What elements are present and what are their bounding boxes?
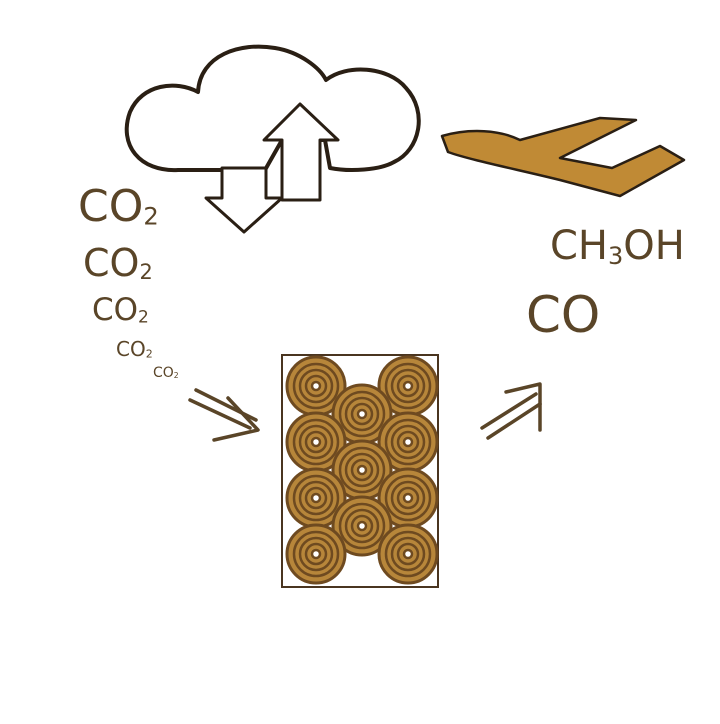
cloud-icon [124, 44, 421, 173]
log-end [377, 467, 439, 529]
log-end [377, 355, 439, 417]
log-stack-icon [281, 354, 439, 588]
log-end [331, 495, 393, 557]
log-end [331, 439, 393, 501]
log-end [285, 355, 347, 417]
airplane-icon [440, 116, 686, 198]
double-arrow-up-right-icon [480, 382, 542, 440]
double-arrow-right-icon [188, 388, 260, 442]
up-down-arrows-icon [204, 102, 340, 234]
log-end [285, 411, 347, 473]
co2-label-2: CO2 [83, 241, 153, 285]
log-end [331, 383, 393, 445]
co2-label-4: CO2 [116, 337, 153, 361]
log-end [285, 523, 347, 585]
co-label: CO [526, 286, 601, 344]
log-end [377, 523, 439, 585]
co2-label-1: CO2 [78, 181, 159, 232]
co2-label-5: CO2 [153, 365, 179, 381]
log-end [377, 411, 439, 473]
log-end [285, 467, 347, 529]
co2-label-3: CO2 [92, 292, 149, 328]
methanol-label: CH3OH [550, 223, 685, 270]
